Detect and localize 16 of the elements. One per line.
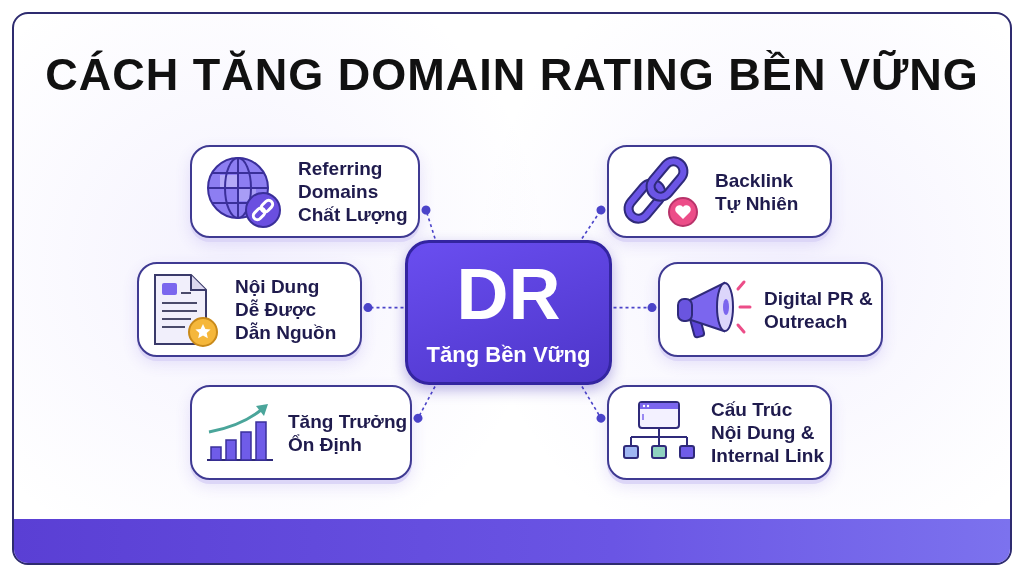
- topic-label: Digital PR & Outreach: [764, 286, 874, 333]
- topic-label: Nội Dung Dễ Được Dẫn Nguồn: [235, 275, 338, 344]
- topic-label: Backlink Tự Nhiên: [715, 168, 800, 215]
- topic-label: Referring Domains Chất Lượng: [298, 157, 409, 226]
- hub-subtitle: Tăng Bền Vững: [426, 342, 591, 368]
- connector-line: [363, 303, 405, 313]
- hub-box: [405, 240, 612, 385]
- connector-line: [413, 385, 436, 423]
- hub-title: DR: [456, 258, 561, 330]
- connector-line: [612, 303, 657, 313]
- title: CÁCH TĂNG DOMAIN RATING BỀN VỮNG: [45, 48, 979, 102]
- connector-line: [421, 205, 436, 240]
- topic-label: Tăng Trưởng Ổn Định: [288, 409, 409, 456]
- topic-label: Cấu Trúc Nội Dung & Internal Link: [711, 398, 825, 467]
- connector-line: [581, 205, 606, 240]
- connector-line: [581, 385, 606, 423]
